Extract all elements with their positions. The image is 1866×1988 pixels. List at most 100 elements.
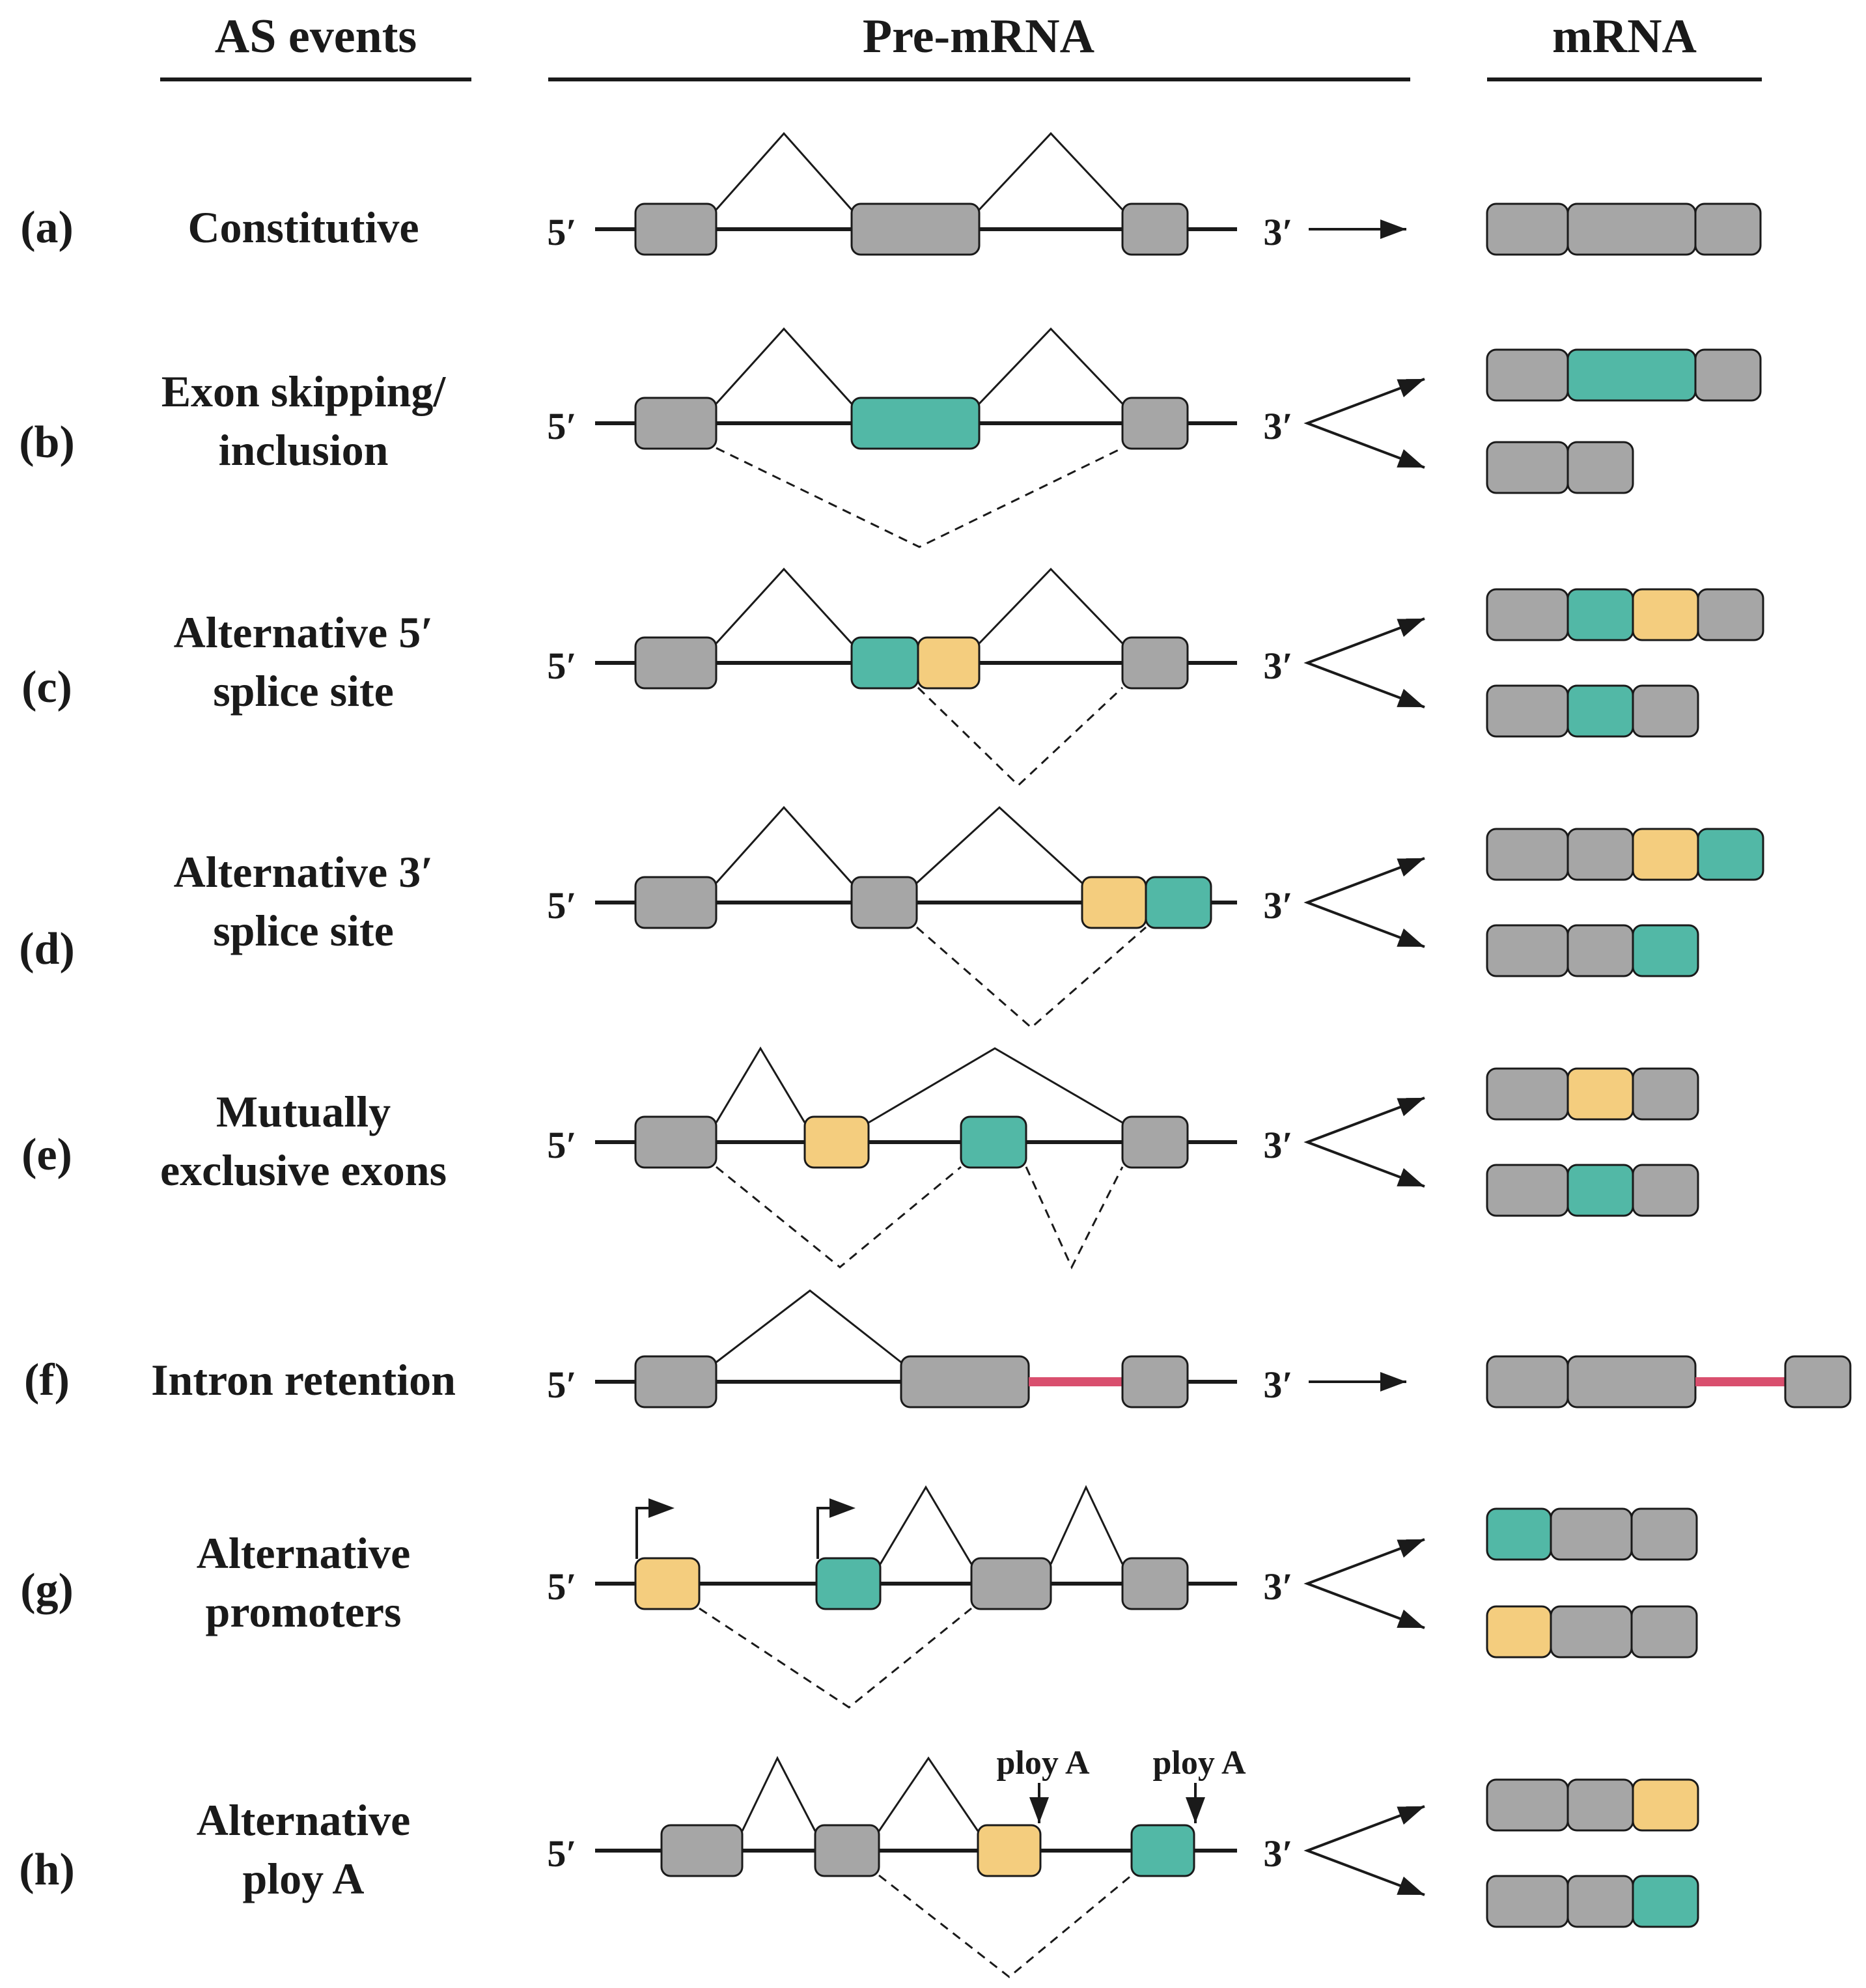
exon bbox=[850, 636, 919, 690]
row-letter: (h) bbox=[19, 1845, 75, 1895]
event-label: Exon skipping/ bbox=[161, 367, 447, 416]
exon bbox=[850, 203, 981, 256]
exon bbox=[917, 636, 981, 690]
row-letter: (e) bbox=[21, 1130, 72, 1180]
exon bbox=[634, 1115, 717, 1169]
polya-site-label: ploy A bbox=[996, 1744, 1089, 1782]
mrna-exon bbox=[1632, 1875, 1699, 1928]
five-prime-label: 5′ bbox=[547, 1565, 576, 1608]
row-letter: (g) bbox=[20, 1565, 74, 1615]
mrna-exon bbox=[1567, 441, 1634, 494]
arrowhead bbox=[1397, 858, 1425, 877]
arrowhead bbox=[1380, 1372, 1406, 1392]
branch-arrow bbox=[1303, 617, 1425, 708]
mrna-exon bbox=[1567, 1067, 1634, 1121]
row-letter: (a) bbox=[20, 203, 74, 253]
header-pre-mrna: Pre-mRNA bbox=[863, 10, 1094, 63]
mrna-exon bbox=[1486, 203, 1569, 256]
mrna-exon bbox=[1694, 348, 1762, 402]
mrna-exon bbox=[1486, 684, 1569, 738]
row-letter: (f) bbox=[24, 1355, 70, 1405]
exon bbox=[1121, 636, 1189, 690]
mrna-exon bbox=[1567, 588, 1634, 641]
five-prime-label: 5′ bbox=[547, 1124, 576, 1166]
branch-arrow bbox=[1303, 857, 1425, 948]
exon bbox=[814, 1824, 880, 1877]
event-label: splice site bbox=[213, 906, 394, 955]
branch-arrow bbox=[1303, 1097, 1425, 1188]
arrowhead bbox=[1397, 928, 1425, 947]
event-label: Alternative bbox=[197, 1528, 411, 1578]
exon bbox=[803, 1115, 870, 1169]
polya-site-label: ploy A bbox=[1152, 1744, 1246, 1782]
arrowhead bbox=[1186, 1797, 1205, 1823]
mrna-exon bbox=[1567, 1875, 1634, 1928]
five-prime-label: 5′ bbox=[547, 211, 576, 253]
alternative-splice-junction bbox=[716, 447, 1123, 548]
exon bbox=[1121, 203, 1189, 256]
splice-junction bbox=[1050, 1485, 1124, 1565]
arrowhead bbox=[1397, 1098, 1425, 1117]
event-label: promoters bbox=[206, 1587, 402, 1636]
exon bbox=[634, 203, 717, 256]
splice-junction bbox=[915, 805, 1083, 884]
mrna-exon bbox=[1486, 1507, 1552, 1561]
event-label: Intron retention bbox=[151, 1355, 456, 1405]
exon bbox=[1121, 1115, 1189, 1169]
mrna-exon bbox=[1486, 348, 1569, 402]
exon bbox=[634, 876, 717, 929]
exon bbox=[634, 636, 717, 690]
mrna-exon bbox=[1632, 588, 1699, 641]
mrna-exon bbox=[1486, 1067, 1569, 1121]
three-prime-label: 3′ bbox=[1263, 1832, 1292, 1875]
mrna-exon bbox=[1567, 348, 1697, 402]
splice-junction bbox=[715, 567, 853, 645]
mrna-exon bbox=[1567, 828, 1634, 881]
three-prime-label: 3′ bbox=[1263, 211, 1292, 253]
mrna-exon bbox=[1567, 684, 1634, 738]
mrna-exon bbox=[1630, 1507, 1698, 1561]
event-label: splice site bbox=[213, 666, 394, 716]
exon bbox=[660, 1824, 744, 1877]
mrna-exon bbox=[1486, 1355, 1569, 1408]
alternative-splice-junction bbox=[917, 686, 1124, 787]
splice-junction bbox=[715, 1046, 806, 1123]
arrowhead bbox=[1397, 688, 1425, 707]
splice-junction bbox=[741, 1756, 816, 1832]
alternative-splice-junction bbox=[699, 1607, 972, 1709]
exon bbox=[634, 1557, 701, 1610]
row-letter: (c) bbox=[21, 662, 72, 712]
three-prime-label: 3′ bbox=[1263, 884, 1292, 927]
exon bbox=[850, 876, 918, 929]
three-prime-label: 3′ bbox=[1263, 1364, 1292, 1406]
arrowhead bbox=[648, 1498, 675, 1518]
three-prime-label: 3′ bbox=[1263, 645, 1292, 687]
splice-junction bbox=[978, 567, 1124, 645]
event-label: Alternative 5′ bbox=[174, 608, 434, 657]
event-label: Constitutive bbox=[188, 203, 419, 252]
row-letter: (b) bbox=[19, 417, 75, 468]
exon bbox=[850, 397, 981, 450]
arrowhead bbox=[829, 1498, 856, 1518]
exon bbox=[1081, 876, 1147, 929]
exon bbox=[1130, 1824, 1195, 1877]
mrna-exon bbox=[1550, 1605, 1633, 1659]
mrna-exon bbox=[1697, 588, 1764, 641]
mrna-exon bbox=[1486, 828, 1569, 881]
alternative-splice-junction bbox=[1025, 1166, 1124, 1270]
mrna-exon bbox=[1486, 1164, 1569, 1217]
alternative-splice-junction bbox=[878, 1874, 1132, 1978]
row-letter: (d) bbox=[19, 924, 75, 974]
exon bbox=[977, 1824, 1042, 1877]
arrowhead bbox=[1397, 619, 1425, 637]
exon bbox=[1121, 1355, 1189, 1408]
three-prime-label: 3′ bbox=[1263, 1565, 1292, 1608]
mrna-exon bbox=[1632, 828, 1699, 881]
exon bbox=[1145, 876, 1212, 929]
arrowhead bbox=[1397, 1539, 1425, 1558]
event-label: ploy A bbox=[242, 1854, 364, 1903]
splice-junction bbox=[978, 132, 1124, 211]
